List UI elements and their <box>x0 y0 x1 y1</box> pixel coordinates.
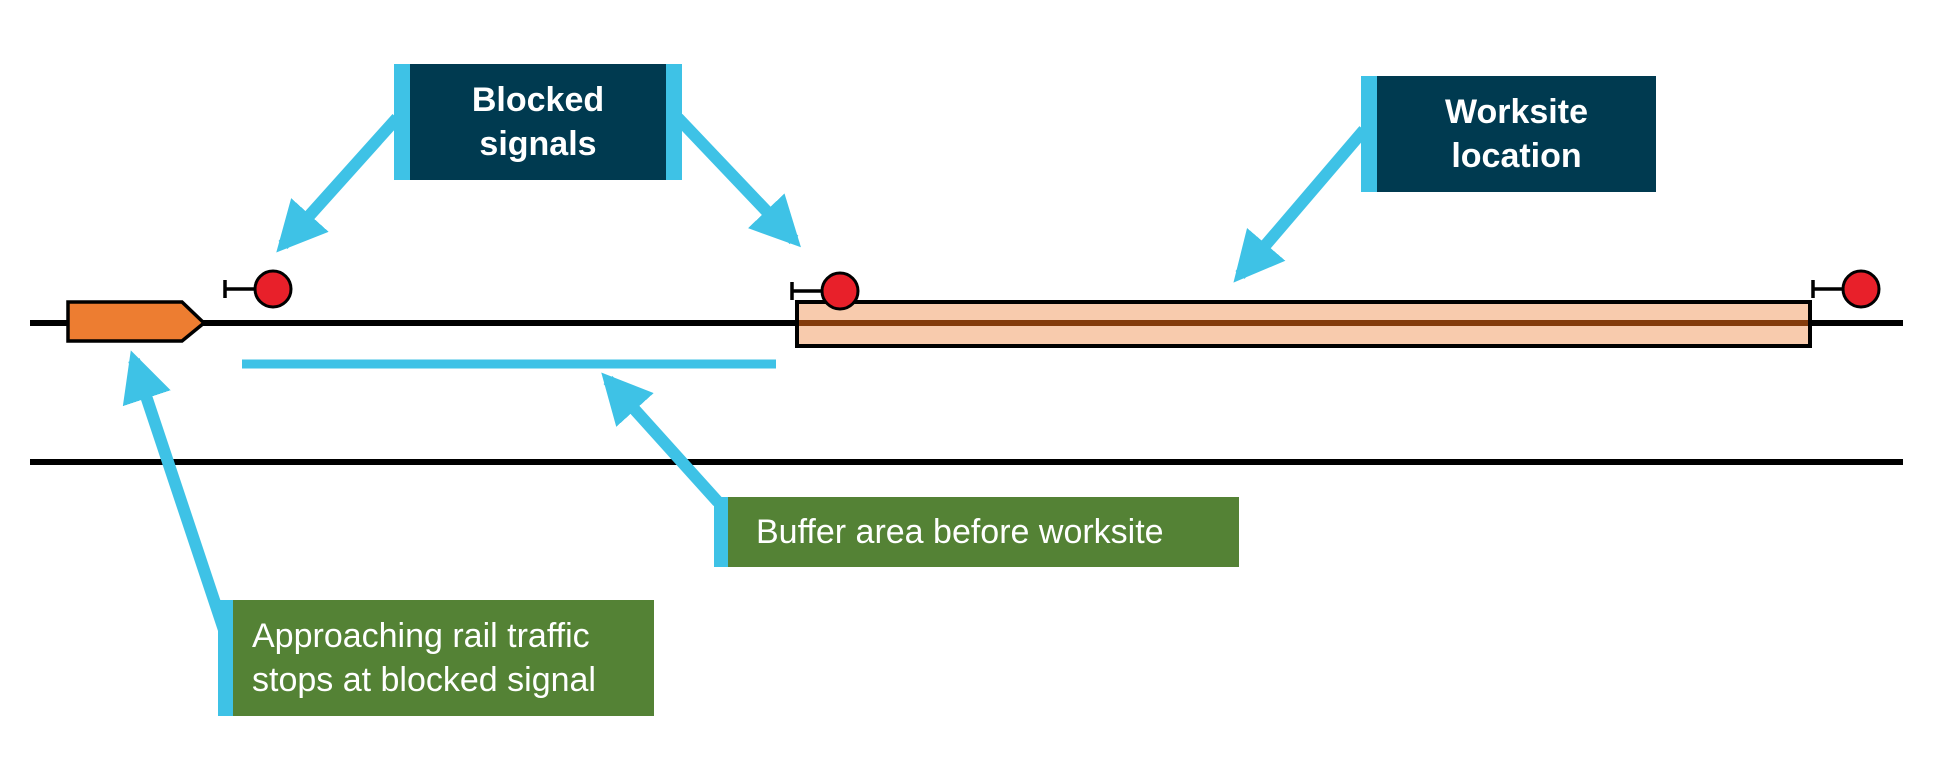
signal-light-red <box>820 271 860 311</box>
worksite-location-label: Worksite location <box>1361 76 1656 192</box>
buffer-area-text: Buffer area before worksite <box>756 513 1164 551</box>
worksite-location-line-2: location <box>1451 137 1582 175</box>
train <box>66 300 207 343</box>
approaching-traffic-line-2: stops at blocked signal <box>252 661 596 699</box>
worksite-location-line-1: Worksite <box>1445 93 1588 131</box>
arrow-blocked-signal-right <box>673 113 801 248</box>
approaching-traffic-label: Approaching rail traffic stops at blocke… <box>218 600 654 716</box>
buffer-area-label: Buffer area before worksite <box>714 497 1239 567</box>
signal-light-red <box>253 269 293 309</box>
signal-2 <box>790 271 860 311</box>
approaching-traffic-line-1: Approaching rail traffic <box>252 617 590 655</box>
blocked-signals-line-1: Blocked <box>471 81 605 119</box>
signal-light-red <box>1841 269 1881 309</box>
arrow-blocked-signal-left <box>276 113 402 253</box>
arrow-train <box>122 350 232 638</box>
signal-3 <box>1811 269 1881 309</box>
arrow-worksite <box>1233 126 1369 283</box>
blocked-signals-line-2: signals <box>479 125 597 163</box>
signal-1 <box>223 269 293 309</box>
arrow-buffer <box>601 372 723 507</box>
blocked-signals-label: Blocked signals <box>394 64 682 180</box>
